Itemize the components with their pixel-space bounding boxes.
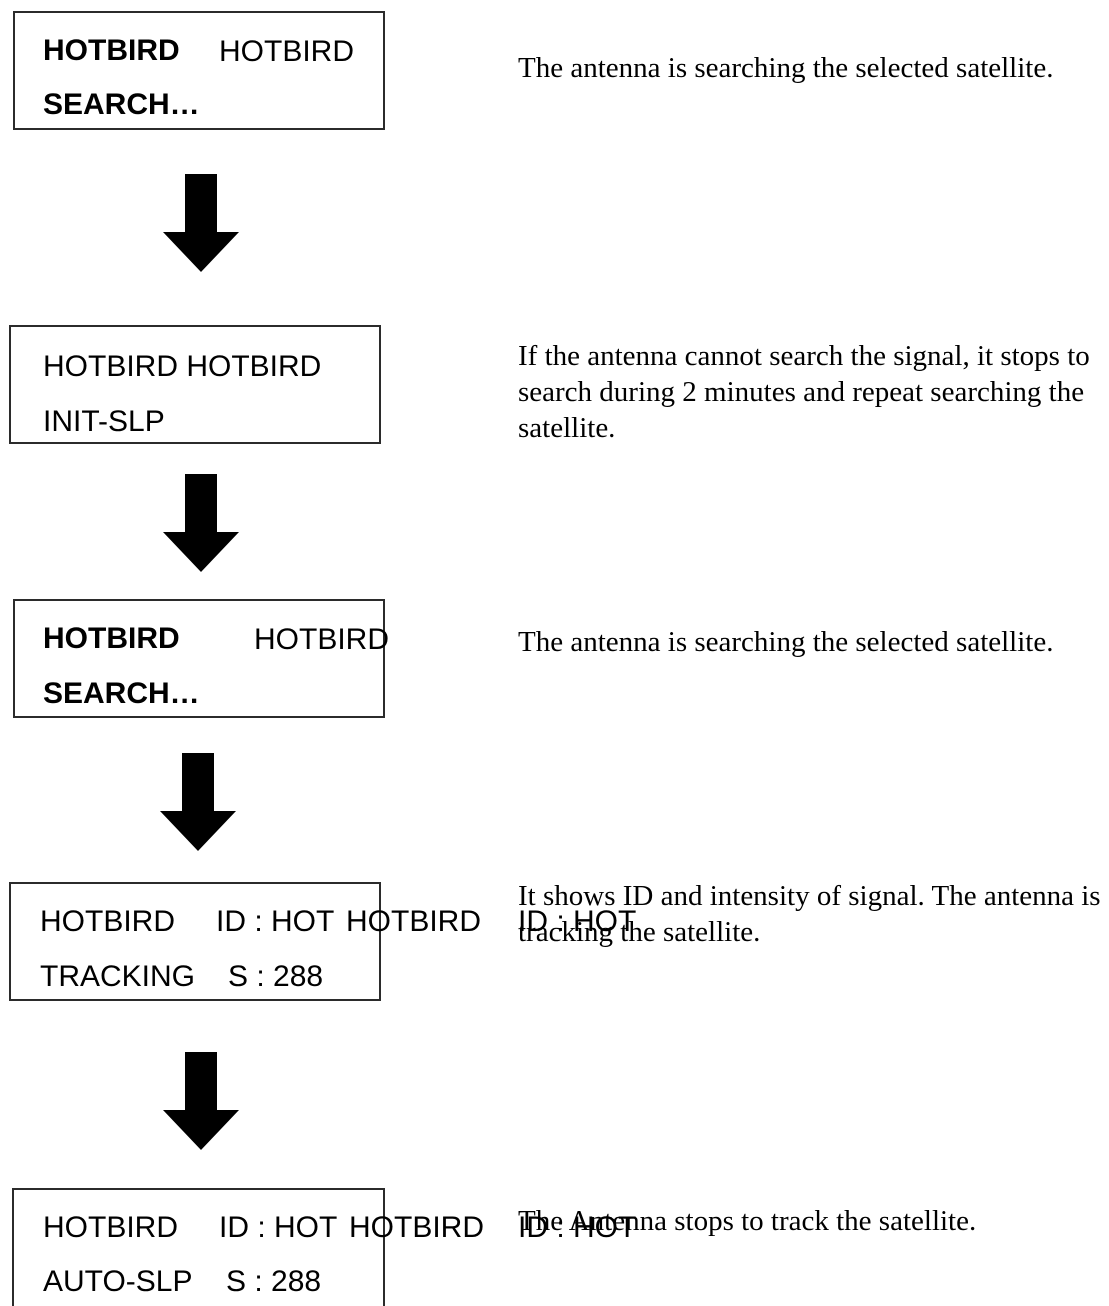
- lcd-line1-label: HOTBIRD: [43, 34, 180, 67]
- lcd-panel-auto-slp: [12, 1188, 385, 1306]
- lcd-line2-status: AUTO-SLP: [43, 1265, 193, 1298]
- lcd-line2-status: INIT-SLP: [43, 405, 165, 438]
- lcd-line1-id-overflow: ID : HOT: [518, 905, 637, 938]
- step-description: The antenna is searching the selected sa…: [518, 626, 1054, 658]
- lcd-panel-tracking: [9, 882, 381, 1001]
- lcd-line1-id: ID : HOT: [216, 905, 335, 938]
- lcd-line1-label: HOTBIRD: [43, 622, 180, 655]
- lcd-line1-id: ID : HOT: [219, 1211, 338, 1244]
- lcd-line1-value: HOTBIRD: [254, 623, 389, 656]
- down-arrow-icon: [163, 1052, 239, 1150]
- lcd-line1-label-overflow: HOTBIRD: [346, 905, 481, 938]
- down-arrow-icon: [160, 753, 236, 851]
- lcd-panel-search-1: [13, 11, 385, 130]
- lcd-panel-init-slp: [9, 325, 381, 444]
- lcd-line2-status: SEARCH…: [43, 88, 200, 121]
- lcd-line1-label-overflow: HOTBIRD: [349, 1211, 484, 1244]
- lcd-line2-signal: S : 288: [228, 960, 324, 993]
- lcd-line2-status: TRACKING: [40, 960, 196, 993]
- step-description: The antenna is searching the selected sa…: [518, 52, 1054, 84]
- lcd-line1-value: HOTBIRD: [219, 35, 354, 68]
- lcd-line1-label: HOTBIRD HOTBIRD: [43, 350, 322, 383]
- down-arrow-icon: [163, 474, 239, 572]
- lcd-line1-label: HOTBIRD: [40, 905, 175, 938]
- down-arrow-icon: [163, 174, 239, 272]
- step-description: It shows ID and intensity of signal. The…: [518, 880, 1101, 948]
- lcd-panel-search-2: [13, 599, 385, 718]
- lcd-line1-id-overflow: ID : HOT: [518, 1211, 637, 1244]
- lcd-line2-status: SEARCH…: [43, 677, 200, 710]
- step-description: If the antenna cannot search the signal,…: [518, 340, 1090, 444]
- lcd-line2-signal: S : 288: [226, 1265, 322, 1298]
- step-description: The Antenna stops to track the satellite…: [518, 1205, 977, 1237]
- lcd-line1-label: HOTBIRD: [43, 1211, 178, 1244]
